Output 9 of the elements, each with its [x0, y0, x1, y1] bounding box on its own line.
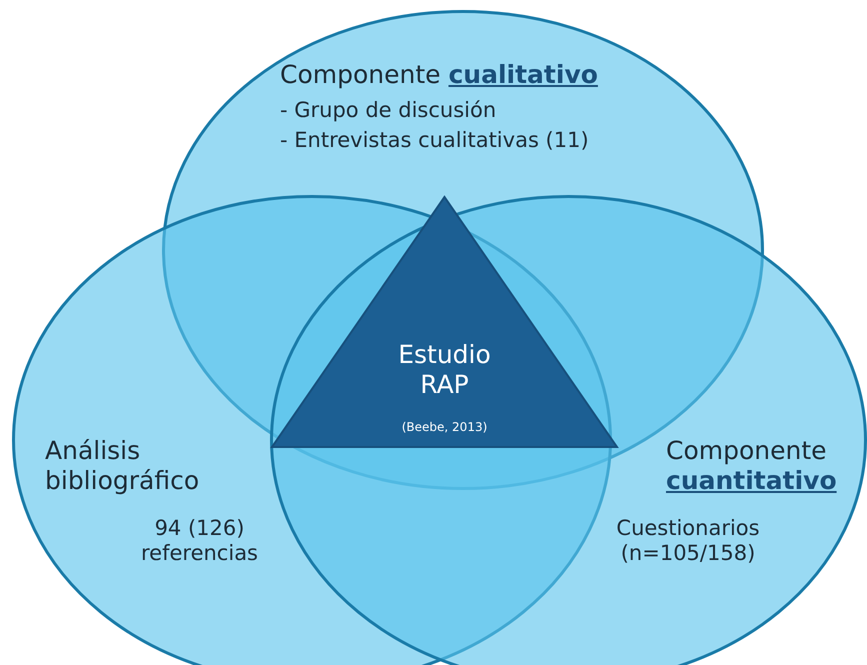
circle-heading: Componente cualitativo: [280, 60, 599, 90]
circle-text: - Grupo de discusión: [280, 98, 498, 123]
circle-text: - Entrevistas cualitativas (11): [280, 128, 590, 153]
triangle-heading: Estudio RAP: [397, 340, 492, 399]
circle-text: 94 (126) referencias: [140, 516, 259, 566]
circle-text: Cuestionarios (n=105/158): [615, 516, 761, 566]
circle-heading: Análisis bibliográfico: [45, 436, 200, 495]
circle-heading: Componente cuantitativo: [666, 436, 838, 495]
citation-text: (Beebe, 2013): [400, 420, 488, 434]
